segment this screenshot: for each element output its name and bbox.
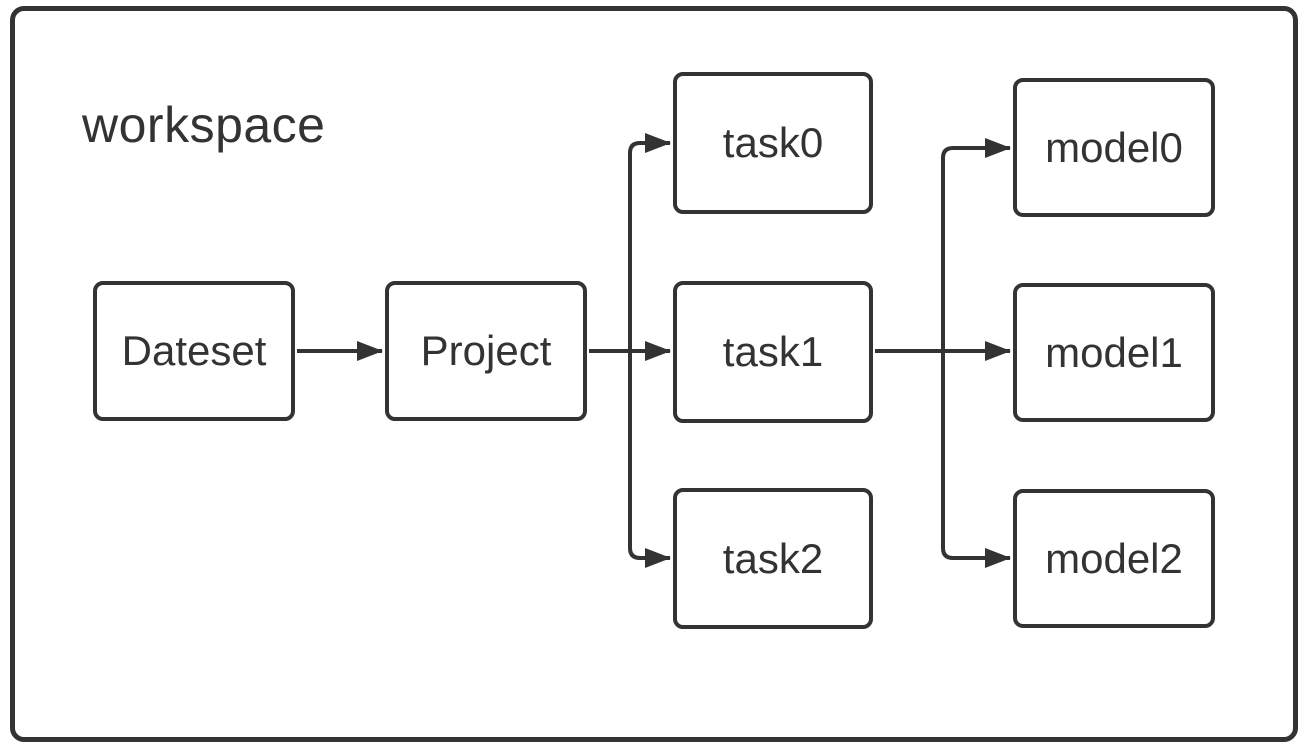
node-model1-label: model1 bbox=[1045, 328, 1183, 376]
node-model1: model1 bbox=[1013, 283, 1215, 422]
workspace-title: workspace bbox=[82, 97, 326, 153]
node-task0: task0 bbox=[673, 72, 873, 214]
node-model2: model2 bbox=[1013, 489, 1215, 628]
node-task1-label: task1 bbox=[722, 328, 824, 375]
node-task1: task1 bbox=[673, 281, 873, 423]
node-model0: model0 bbox=[1013, 78, 1215, 217]
node-project: Project bbox=[385, 281, 587, 421]
node-model2-label: model2 bbox=[1045, 534, 1183, 582]
node-project-label: Project bbox=[420, 327, 552, 374]
node-task0-label: task0 bbox=[722, 119, 824, 166]
node-model0-label: model0 bbox=[1045, 123, 1183, 171]
node-task2-label: task2 bbox=[722, 534, 824, 582]
node-dateset: Dateset bbox=[93, 281, 295, 421]
node-task2: task2 bbox=[673, 488, 873, 629]
node-dateset-label: Dateset bbox=[121, 327, 267, 374]
